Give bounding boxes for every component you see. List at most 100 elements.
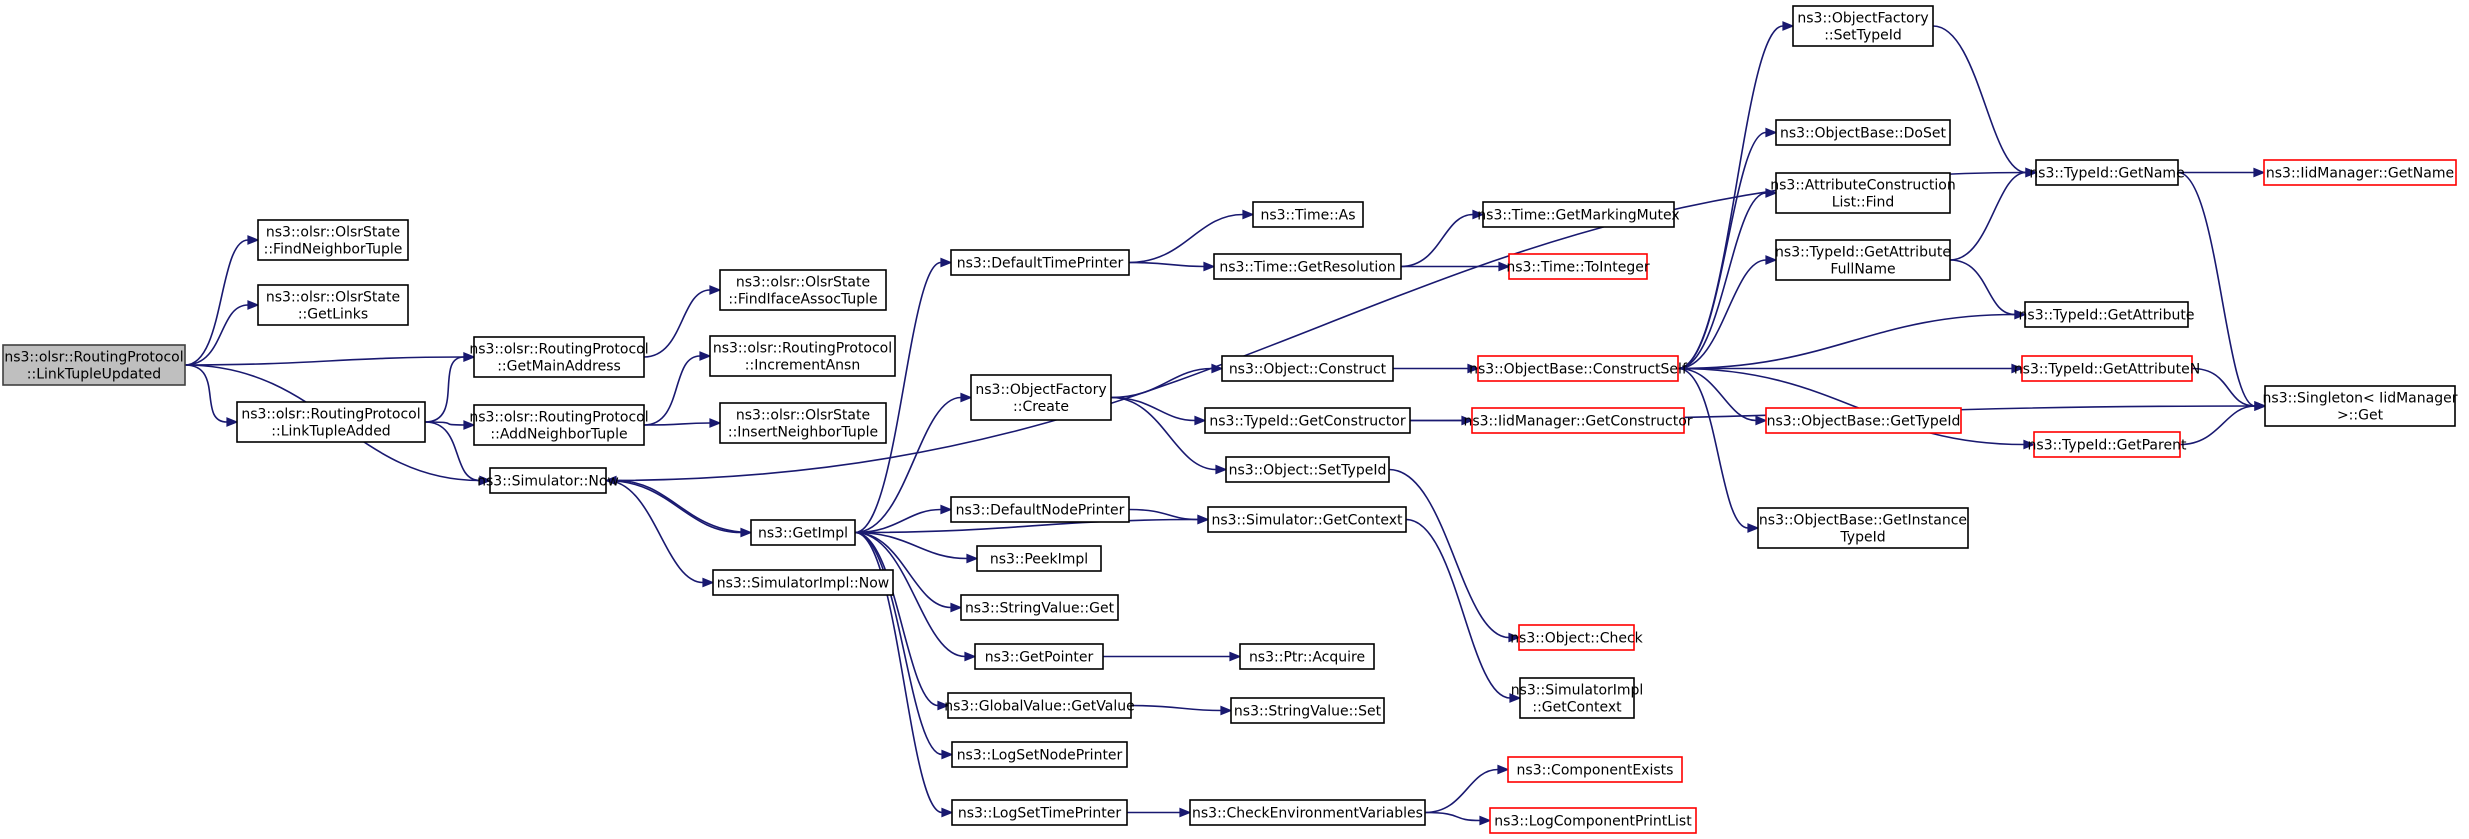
node-box[interactable] <box>1519 677 1635 719</box>
node-box[interactable] <box>1507 756 1683 783</box>
node-time-get-marking[interactable]: ns3::Time::GetMarkingMutex <box>1477 201 1680 228</box>
node-tid-get-ctor[interactable]: ns3::TypeId::GetConstructor <box>1204 407 1411 434</box>
node-log-set-time[interactable]: ns3::LogSetTimePrinter <box>951 799 1128 826</box>
node-root[interactable]: ns3::olsr::RoutingProtocol::LinkTupleUpd… <box>2 344 186 386</box>
node-log-comp-print[interactable]: ns3::LogComponentPrintList <box>1489 807 1697 834</box>
node-log-set-node[interactable]: ns3::LogSetNodePrinter <box>951 741 1128 768</box>
node-box[interactable] <box>473 336 645 378</box>
node-tid-get-parent[interactable]: ns3::TypeId::GetParent <box>2028 431 2187 458</box>
node-def-node-printer[interactable]: ns3::DefaultNodePrinter <box>950 496 1130 523</box>
node-box[interactable] <box>951 741 1128 768</box>
node-box[interactable] <box>1775 239 1951 281</box>
node-link-tuple-added[interactable]: ns3::olsr::RoutingProtocol::LinkTupleAdd… <box>236 401 426 443</box>
node-box[interactable] <box>950 496 1130 523</box>
node-box[interactable] <box>489 467 607 494</box>
node-box[interactable] <box>1207 506 1407 533</box>
node-box[interactable] <box>1757 507 1969 549</box>
node-get-impl[interactable]: ns3::GetImpl <box>750 519 856 546</box>
node-box[interactable] <box>2033 431 2181 458</box>
node-tid-get-name[interactable]: ns3::TypeId::GetName <box>2029 159 2185 186</box>
node-box[interactable] <box>257 284 409 326</box>
node-box[interactable] <box>2035 159 2179 186</box>
node-box[interactable] <box>236 401 426 443</box>
node-box[interactable] <box>1508 253 1648 280</box>
node-iid-get-ctor[interactable]: ns3::IidManager::GetConstructor <box>1463 407 1693 434</box>
node-box[interactable] <box>719 402 887 444</box>
node-inc-ansn[interactable]: ns3::olsr::RoutingProtocol::IncrementAns… <box>709 335 896 377</box>
node-peek-impl[interactable]: ns3::PeekImpl <box>976 545 1102 572</box>
node-def-time-printer[interactable]: ns3::DefaultTimePrinter <box>950 249 1130 276</box>
node-sim-get-context[interactable]: ns3::Simulator::GetContext <box>1207 506 1407 533</box>
node-box[interactable] <box>257 219 409 261</box>
node-check-env[interactable]: ns3::CheckEnvironmentVariables <box>1189 799 1426 826</box>
node-box[interactable] <box>1213 253 1402 280</box>
node-box[interactable] <box>719 269 887 311</box>
node-box[interactable] <box>750 519 856 546</box>
node-box[interactable] <box>1239 643 1375 670</box>
node-box[interactable] <box>712 569 894 596</box>
node-box[interactable] <box>951 799 1128 826</box>
node-box[interactable] <box>1518 624 1635 651</box>
node-time-to-integer[interactable]: ns3::Time::ToInteger <box>1506 253 1650 280</box>
node-box[interactable] <box>2263 159 2457 186</box>
node-box[interactable] <box>473 404 645 446</box>
node-box[interactable] <box>1204 407 1411 434</box>
node-sim-impl-get-context[interactable]: ns3::SimulatorImpl::GetContext <box>1511 677 1644 719</box>
node-get-main-addr[interactable]: ns3::olsr::RoutingProtocol::GetMainAddre… <box>469 336 649 378</box>
node-obj-set-type-id[interactable]: ns3::Object::SetTypeId <box>1225 456 1390 483</box>
node-get-links[interactable]: ns3::olsr::OlsrState::GetLinks <box>257 284 409 326</box>
node-add-neighbor[interactable]: ns3::olsr::RoutingProtocol::AddNeighborT… <box>469 404 649 446</box>
node-of-set-type-id[interactable]: ns3::ObjectFactory::SetTypeId <box>1792 5 1934 47</box>
node-box[interactable] <box>1225 456 1390 483</box>
node-box[interactable] <box>947 692 1132 719</box>
node-box[interactable] <box>1471 407 1685 434</box>
node-box[interactable] <box>1477 355 1679 382</box>
node-iid-get-name[interactable]: ns3::IidManager::GetName <box>2263 159 2457 186</box>
node-sim-impl-now[interactable]: ns3::SimulatorImpl::Now <box>712 569 894 596</box>
node-box[interactable] <box>1775 119 1951 146</box>
node-box[interactable] <box>2021 355 2193 382</box>
node-obj-check[interactable]: ns3::Object::Check <box>1510 624 1644 651</box>
node-box[interactable] <box>1230 697 1385 724</box>
node-ob-get-type-id[interactable]: ns3::ObjectBase::GetTypeId <box>1765 407 1962 434</box>
node-comp-exists[interactable]: ns3::ComponentExists <box>1507 756 1683 783</box>
node-box[interactable] <box>1221 355 1394 382</box>
node-find-neighbor[interactable]: ns3::olsr::OlsrState::FindNeighborTuple <box>257 219 409 261</box>
node-time-as[interactable]: ns3::Time::As <box>1252 201 1364 228</box>
node-box[interactable] <box>2264 385 2456 427</box>
node-obj-factory-create[interactable]: ns3::ObjectFactory::Create <box>970 374 1112 421</box>
node-singleton-get[interactable]: ns3::Singleton< IidManager>::Get <box>2263 385 2458 427</box>
node-box[interactable] <box>976 545 1102 572</box>
node-tid-get-attr[interactable]: ns3::TypeId::GetAttribute <box>2019 301 2195 328</box>
node-insert-neighbor[interactable]: ns3::olsr::OlsrState::InsertNeighborTupl… <box>719 402 887 444</box>
node-box[interactable] <box>709 335 896 377</box>
node-time-get-res[interactable]: ns3::Time::GetResolution <box>1213 253 1402 280</box>
node-box[interactable] <box>2024 301 2189 328</box>
node-box[interactable] <box>1252 201 1364 228</box>
node-str-val-get[interactable]: ns3::StringValue::Get <box>960 594 1119 621</box>
node-box[interactable] <box>1775 172 1951 214</box>
node-ob-construct-self[interactable]: ns3::ObjectBase::ConstructSelf <box>1469 355 1688 382</box>
node-box[interactable] <box>960 594 1119 621</box>
node-box[interactable] <box>2 344 186 386</box>
node-box[interactable] <box>1792 5 1934 47</box>
node-box[interactable] <box>950 249 1130 276</box>
node-gv-get-value[interactable]: ns3::GlobalValue::GetValue <box>944 692 1135 719</box>
node-obj-construct[interactable]: ns3::Object::Construct <box>1221 355 1394 382</box>
node-box[interactable] <box>1482 201 1675 228</box>
node-find-iface[interactable]: ns3::olsr::OlsrState::FindIfaceAssocTupl… <box>719 269 887 311</box>
node-box[interactable] <box>1189 799 1426 826</box>
node-box[interactable] <box>970 374 1112 421</box>
node-box[interactable] <box>1489 807 1697 834</box>
node-str-val-set[interactable]: ns3::StringValue::Set <box>1230 697 1385 724</box>
node-ptr-acquire[interactable]: ns3::Ptr::Acquire <box>1239 643 1375 670</box>
node-ob-do-set[interactable]: ns3::ObjectBase::DoSet <box>1775 119 1951 146</box>
node-sim-now[interactable]: ns3::Simulator::Now <box>477 467 619 494</box>
node-get-pointer[interactable]: ns3::GetPointer <box>974 643 1104 670</box>
node-box[interactable] <box>1765 407 1962 434</box>
node-tid-get-attr-n[interactable]: ns3::TypeId::GetAttributeN <box>2014 355 2200 382</box>
node-box[interactable] <box>974 643 1104 670</box>
